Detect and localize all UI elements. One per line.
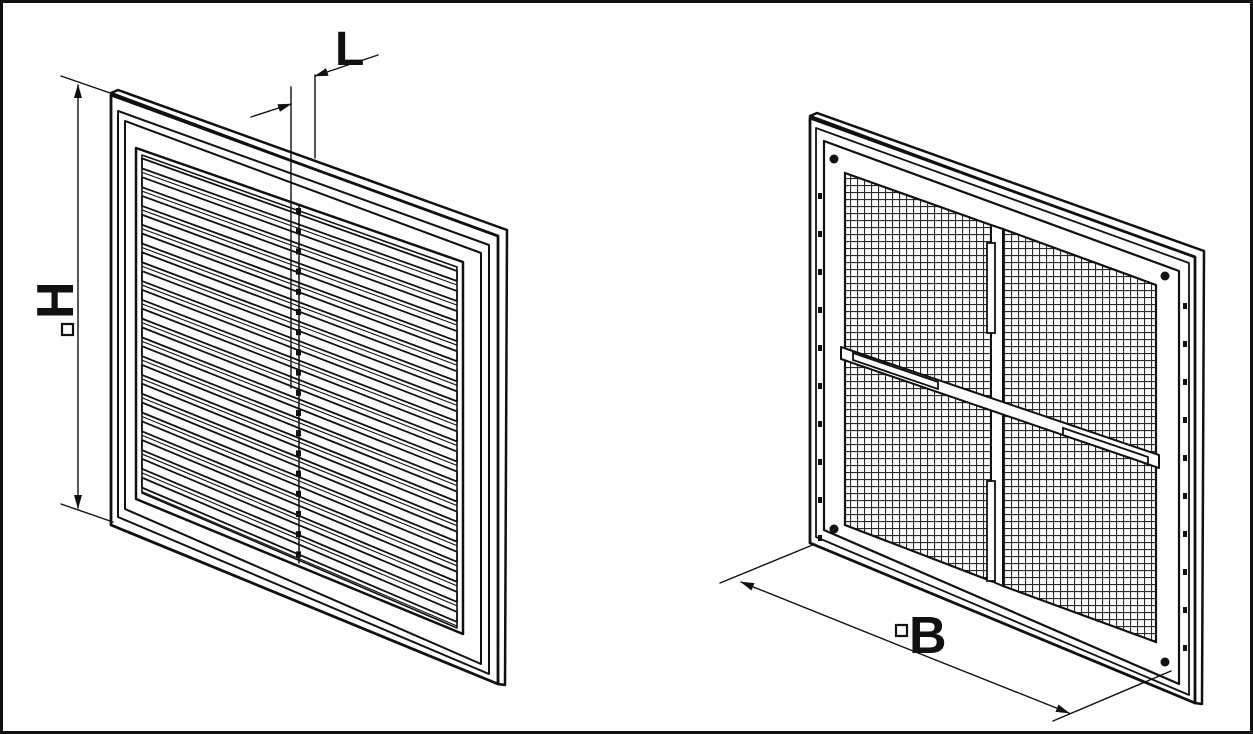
edge-clip [1183, 569, 1187, 575]
rib-latch-right [1062, 426, 1149, 466]
screw-hole-icon [829, 524, 839, 534]
width-dimension: B [719, 543, 1172, 722]
technical-drawing: L H [27, 23, 1206, 722]
height-dimension: H [27, 75, 114, 523]
edge-clip [1183, 341, 1187, 347]
edge-clip-group [818, 193, 1187, 651]
grille-recess-inner [141, 154, 458, 629]
edge-clip [818, 383, 822, 389]
edge-clip [818, 535, 822, 541]
width-arrow-left [740, 581, 894, 644]
edge-clip [818, 231, 822, 237]
edge-clip [818, 345, 822, 351]
width-label: B [909, 607, 947, 665]
depth-arrow-left [250, 103, 292, 118]
edge-clip [1183, 531, 1187, 537]
edge-clip [818, 459, 822, 465]
back-frame-line [815, 127, 1190, 696]
height-extension-top [60, 75, 114, 95]
screw-hole-icon [1160, 657, 1170, 667]
depth-dimension: L [250, 23, 379, 389]
edge-clip [818, 497, 822, 503]
screw-hole-icon [1160, 271, 1170, 281]
grille-frame-inner-line-1 [117, 110, 490, 675]
edge-clip [1183, 303, 1187, 309]
rib-latch-top [986, 242, 996, 334]
width-extension-left [719, 543, 816, 584]
screw-hole-icon [829, 154, 839, 164]
edge-clip [1183, 493, 1187, 499]
edge-clip [1183, 607, 1187, 613]
rib-latch-left [852, 351, 939, 391]
square-symbol-icon [60, 322, 75, 337]
louvered-grille [109, 88, 509, 687]
grille-recess [134, 146, 465, 636]
depth-label: L [335, 23, 364, 76]
square-symbol-icon [894, 623, 909, 638]
width-arrow-right [892, 642, 1070, 714]
width-extension-right [1052, 670, 1172, 722]
edge-clip [1183, 645, 1187, 651]
rib-latch-bottom [986, 480, 996, 582]
height-label: H [27, 281, 85, 319]
depth-arrow-right [314, 54, 379, 77]
edge-clip [818, 193, 822, 199]
back-plate [822, 139, 1181, 686]
edge-clip [1183, 417, 1187, 423]
height-extension-bottom [60, 503, 114, 523]
edge-clip [818, 307, 822, 313]
mesh-grille-back [808, 111, 1206, 706]
edge-clip [818, 269, 822, 275]
edge-clip [1183, 379, 1187, 385]
edge-clip [1183, 455, 1187, 461]
edge-clip [818, 421, 822, 427]
grille-frame-inner-line-2 [124, 120, 482, 665]
